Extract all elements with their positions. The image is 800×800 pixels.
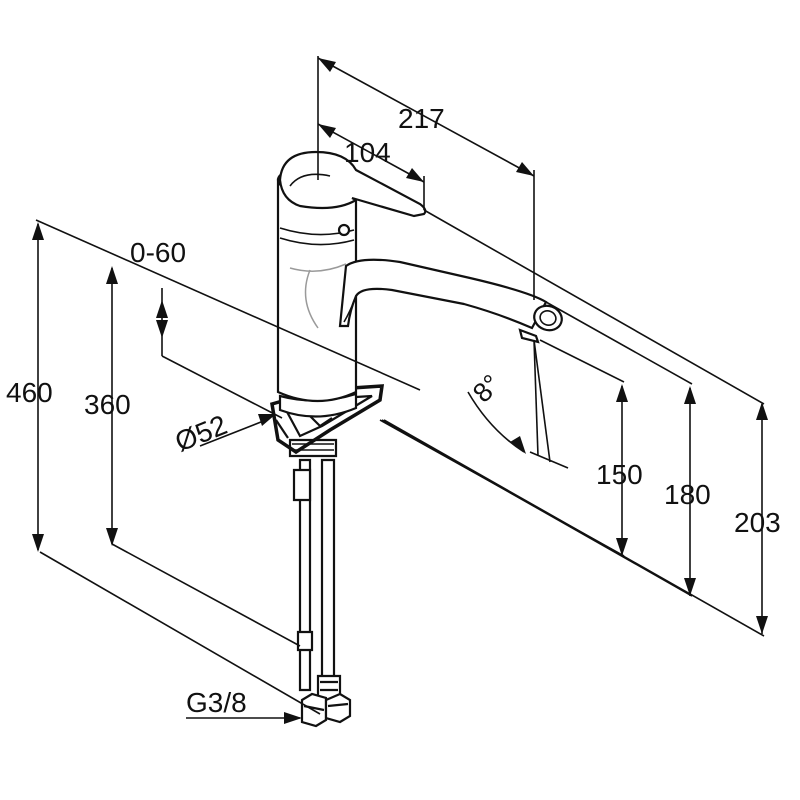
faucet-body [270, 150, 563, 728]
label-connection-thread: G3/8 [186, 687, 247, 718]
label-clamp-height: 360 [84, 389, 131, 420]
hose-connectors [300, 692, 352, 728]
label-lever-reach: 104 [344, 137, 391, 168]
label-spout-reach: 217 [398, 103, 445, 134]
label-total-height: 460 [6, 377, 53, 408]
label-spout-outlet-height: 150 [596, 459, 643, 490]
label-swivel-angle: 8° [467, 369, 506, 408]
supply-hoses [292, 458, 342, 702]
spout [338, 258, 563, 344]
label-clamp-range: 0-60 [130, 237, 186, 268]
lever-handle [276, 150, 427, 237]
label-base-diameter: Ø52 [171, 409, 232, 458]
dimension-lines [32, 56, 768, 724]
label-spout-height: 180 [664, 479, 711, 510]
label-lever-height: 203 [734, 507, 781, 538]
faucet-cylinder [276, 178, 358, 403]
